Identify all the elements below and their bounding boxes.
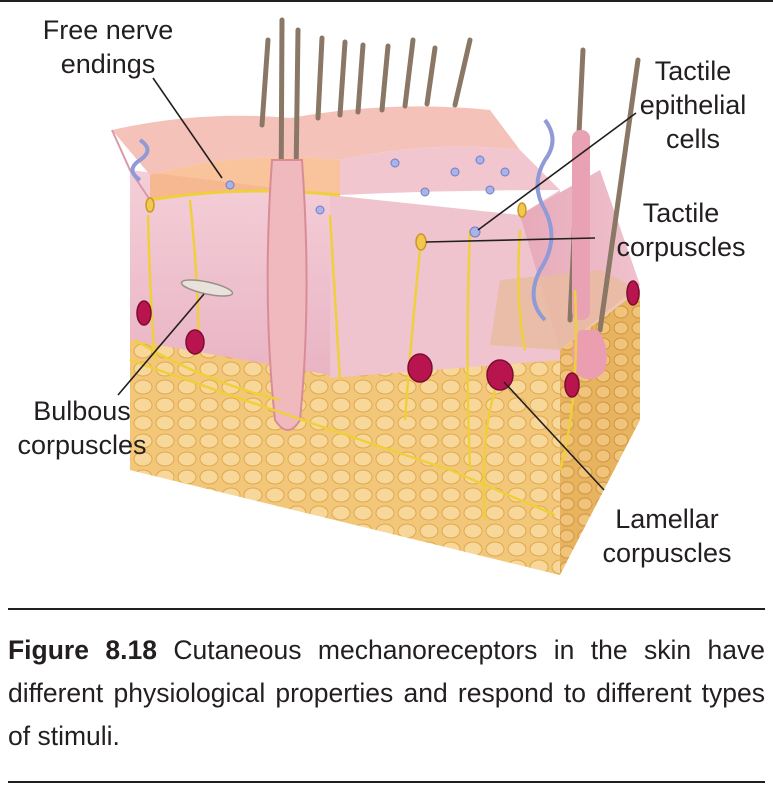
label-lamellar-line1: Lamellar	[615, 504, 719, 534]
caption-text: Cutaneous mechanoreceptors in the skin h…	[8, 635, 766, 751]
label-free-nerve-line2: endings	[60, 49, 156, 79]
label-tactile-epithelial-cells: Tactile epithelial cells	[618, 54, 768, 156]
caption-top-rule	[8, 608, 765, 610]
figure-caption: Figure 8.18 Cutaneous mechanoreceptors i…	[8, 629, 765, 758]
label-bulbous-line2: corpuscles	[17, 430, 147, 460]
label-lamellar-line2: corpuscles	[602, 538, 732, 568]
label-tactile-corpuscles: Tactile corpuscles	[596, 196, 766, 264]
label-bulbous-line1: Bulbous	[33, 396, 131, 426]
tactile-corpuscles	[145, 197, 527, 251]
label-tactile-corpuscles-line2: corpuscles	[616, 232, 746, 262]
label-free-nerve-endings: Free nerve endings	[18, 13, 198, 81]
top-border	[0, 0, 773, 2]
leader-lines	[117, 77, 637, 491]
hair-follicle	[266, 130, 607, 431]
label-tactile-epithelial-line3: cells	[665, 124, 720, 154]
epidermis-layer	[111, 106, 560, 202]
label-tactile-epithelial-line2: epithelial	[639, 90, 747, 120]
caption-bottom-rule	[8, 781, 765, 783]
label-bulbous-corpuscles: Bulbous corpuscles	[2, 394, 162, 462]
bulbous-corpuscle	[180, 279, 234, 297]
skin-cross-section-illustration	[111, 17, 641, 575]
label-tactile-epithelial-line1: Tactile	[654, 56, 732, 86]
tactile-epithelial-cells	[225, 155, 510, 238]
figure-number: Figure 8.18	[8, 635, 157, 665]
label-tactile-corpuscles-line1: Tactile	[642, 198, 720, 228]
label-lamellar-corpuscles: Lamellar corpuscles	[582, 502, 752, 570]
blood-vessels	[130, 118, 555, 322]
label-free-nerve-line1: Free nerve	[42, 15, 174, 45]
dermis-layer	[130, 170, 640, 378]
lamellar-corpuscles	[136, 280, 640, 398]
